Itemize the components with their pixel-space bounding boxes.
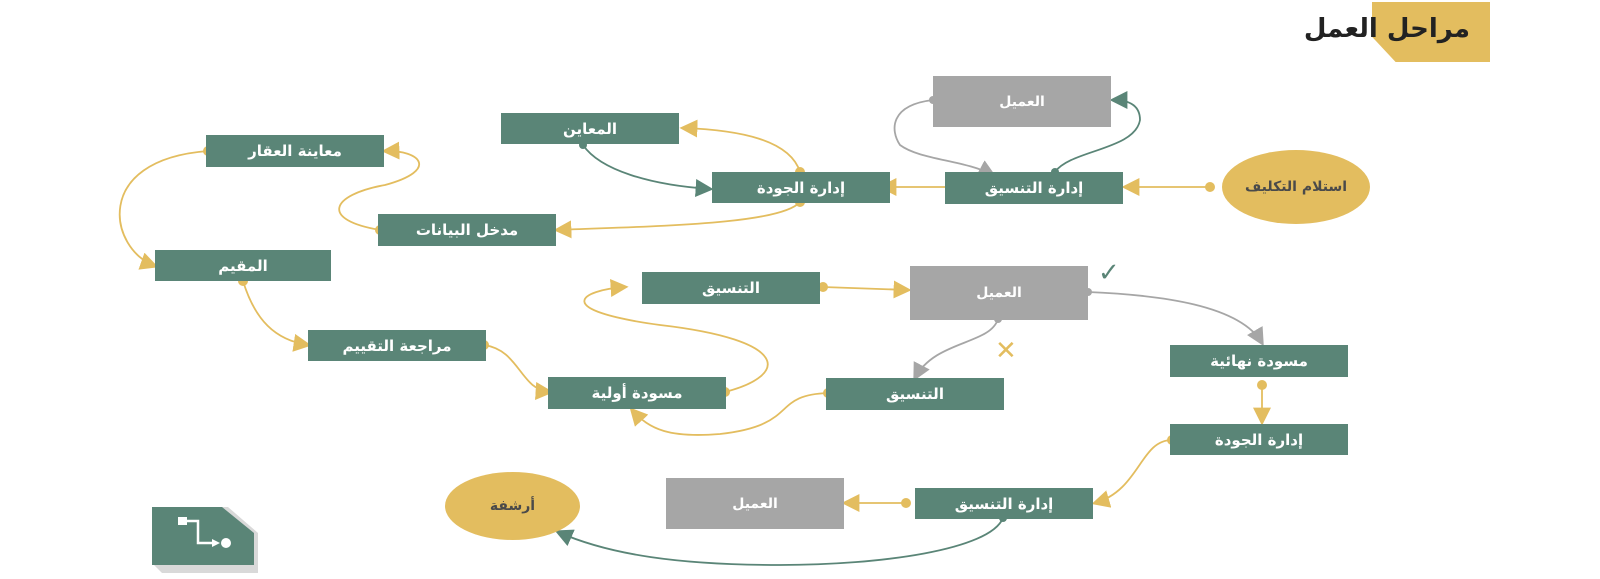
node-client-mid: العميل — [910, 266, 1088, 320]
node-data-entry: مدخل البيانات — [378, 214, 556, 246]
node-quality-bottom: إدارة الجودة — [1170, 424, 1348, 455]
connector-quality-coordbottom — [1091, 439, 1173, 508]
connector-coord1-client — [822, 280, 912, 299]
connector-appraiser-review — [242, 280, 312, 352]
node-client-top: العميل — [933, 76, 1111, 127]
connector-draft-coord1 — [583, 278, 769, 393]
connector-client-final — [1087, 291, 1264, 347]
node-appraiser: المقيم — [155, 250, 331, 281]
node-quality-top: إدارة الجودة — [712, 172, 890, 203]
node-client-bottom: العميل — [666, 478, 844, 529]
connector-quality-inspector — [679, 119, 801, 173]
title-block: مراحل العمل — [1240, 2, 1490, 62]
node-final-draft: مسودة نهائية — [1170, 345, 1348, 377]
connector-client-coord2 — [913, 318, 999, 382]
flow-icon — [150, 505, 262, 575]
node-property-inspection: معاينة العقار — [206, 135, 384, 167]
page-title: مراحل العمل — [1303, 14, 1470, 44]
connector-coord2-draft — [629, 392, 829, 436]
node-draft: مسودة أولية — [548, 377, 726, 409]
connector-client-coord — [893, 99, 997, 177]
node-coord-mid1: التنسيق — [642, 272, 820, 304]
node-receive: استلام التكليف — [1222, 150, 1370, 224]
title-accent — [1372, 2, 1490, 62]
node-coord-top: إدارة التنسيق — [945, 172, 1123, 204]
node-coord-bottom: إدارة التنسيق — [915, 488, 1093, 519]
connector-inspector-quality — [582, 144, 714, 198]
node-review: مراجعة التقييم — [308, 330, 486, 361]
connector-property-appraiser — [118, 150, 209, 270]
node-archive: أرشفة — [445, 472, 580, 540]
cross-icon: ✕ — [995, 336, 1017, 366]
node-coord-mid2: التنسيق — [826, 378, 1004, 410]
connector-coord-client — [1054, 91, 1141, 173]
connector-coordbottom-archive — [554, 517, 1004, 566]
connector-dataentry-property — [338, 141, 421, 231]
node-inspector: المعاين — [501, 113, 679, 144]
connector-review-draft — [483, 344, 554, 401]
check-icon: ✓ — [1098, 258, 1120, 288]
connector-quality-dataentry — [553, 201, 801, 239]
